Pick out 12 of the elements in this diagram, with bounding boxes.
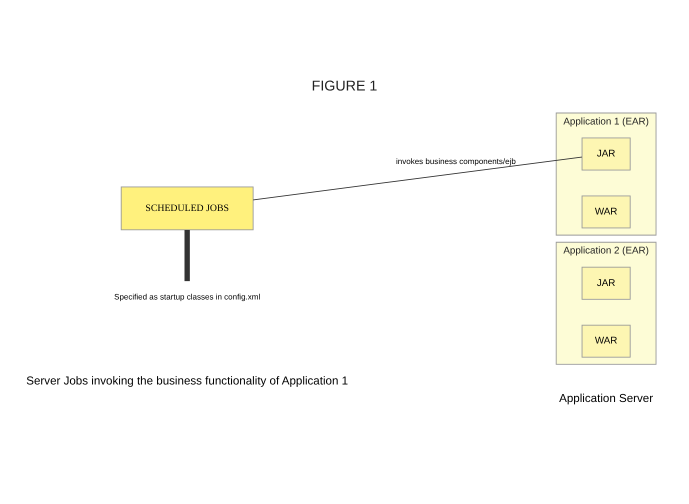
connector: [184, 229, 190, 281]
edge-label: invokes business components/ejb: [396, 156, 516, 166]
node-box: WAR: [582, 194, 631, 228]
node-box: JAR: [582, 266, 631, 300]
node-box: JAR: [582, 137, 631, 170]
connector: [252, 156, 582, 200]
diagram-title: FIGURE 1: [312, 78, 378, 94]
caption: Server Jobs invoking the business functionality of Application 1: [26, 374, 348, 387]
node-box: SCHEDULED JOBS: [120, 186, 254, 230]
node-text: Specified as startup classes in config.xml: [114, 292, 260, 301]
label: Application Server: [559, 392, 654, 405]
node-box: WAR: [582, 324, 631, 358]
